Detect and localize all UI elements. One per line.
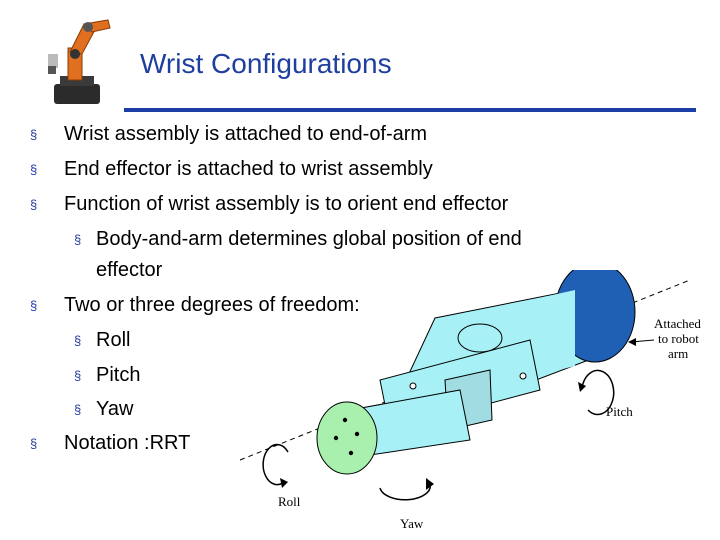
bullet-item: Wrist assembly is attached to end-of-arm <box>64 123 428 145</box>
roll-label: Roll <box>278 494 301 509</box>
bullet-marker: § <box>30 162 38 177</box>
bullet-marker: § <box>30 436 38 451</box>
bullet-marker: § <box>30 127 38 142</box>
sub-bullet-item: Body-and-arm determines global position … <box>96 228 522 250</box>
yaw-label: Yaw <box>400 516 424 531</box>
bullet-marker: § <box>30 298 38 313</box>
sub-bullet-item: Roll <box>96 329 131 351</box>
wrist-diagram: Pitch Roll Yaw Attached to robot arm <box>239 270 701 531</box>
yaw-rotation-arrow <box>379 483 432 501</box>
bullet-marker: § <box>30 197 38 212</box>
pitch-label: Pitch <box>606 404 633 419</box>
attached-label-line3: arm <box>668 346 688 361</box>
bullet-item: Function of wrist assembly is to orient … <box>64 193 509 215</box>
sub-bullet-marker: § <box>74 232 82 247</box>
sub-bullet-item: Pitch <box>96 364 141 386</box>
sub-bullet-marker: § <box>74 402 82 417</box>
bullet-item: Notation :RRT <box>64 432 191 454</box>
robot-arm-logo-icon <box>48 19 111 104</box>
sub-bullet-marker: § <box>74 333 82 348</box>
slide-title: Wrist Configurations <box>140 48 392 79</box>
title-underline <box>124 108 696 112</box>
bullet-item: Two or three degrees of freedom: <box>64 294 360 316</box>
attached-label-line2: to robot <box>658 331 699 346</box>
sub-bullet-item: Yaw <box>96 398 134 420</box>
roll-rotation-arrow <box>262 443 289 486</box>
pin-hole <box>409 382 417 390</box>
bullet-item: End effector is attached to wrist assemb… <box>64 158 433 180</box>
attached-label-line1: Attached <box>654 316 701 331</box>
pitch-rotation-arrow <box>581 369 615 416</box>
sub-bullet-marker: § <box>74 368 82 383</box>
end-effector-face <box>316 401 378 475</box>
sub-bullet-continuation: effector <box>96 259 163 281</box>
pin-hole <box>519 372 527 380</box>
